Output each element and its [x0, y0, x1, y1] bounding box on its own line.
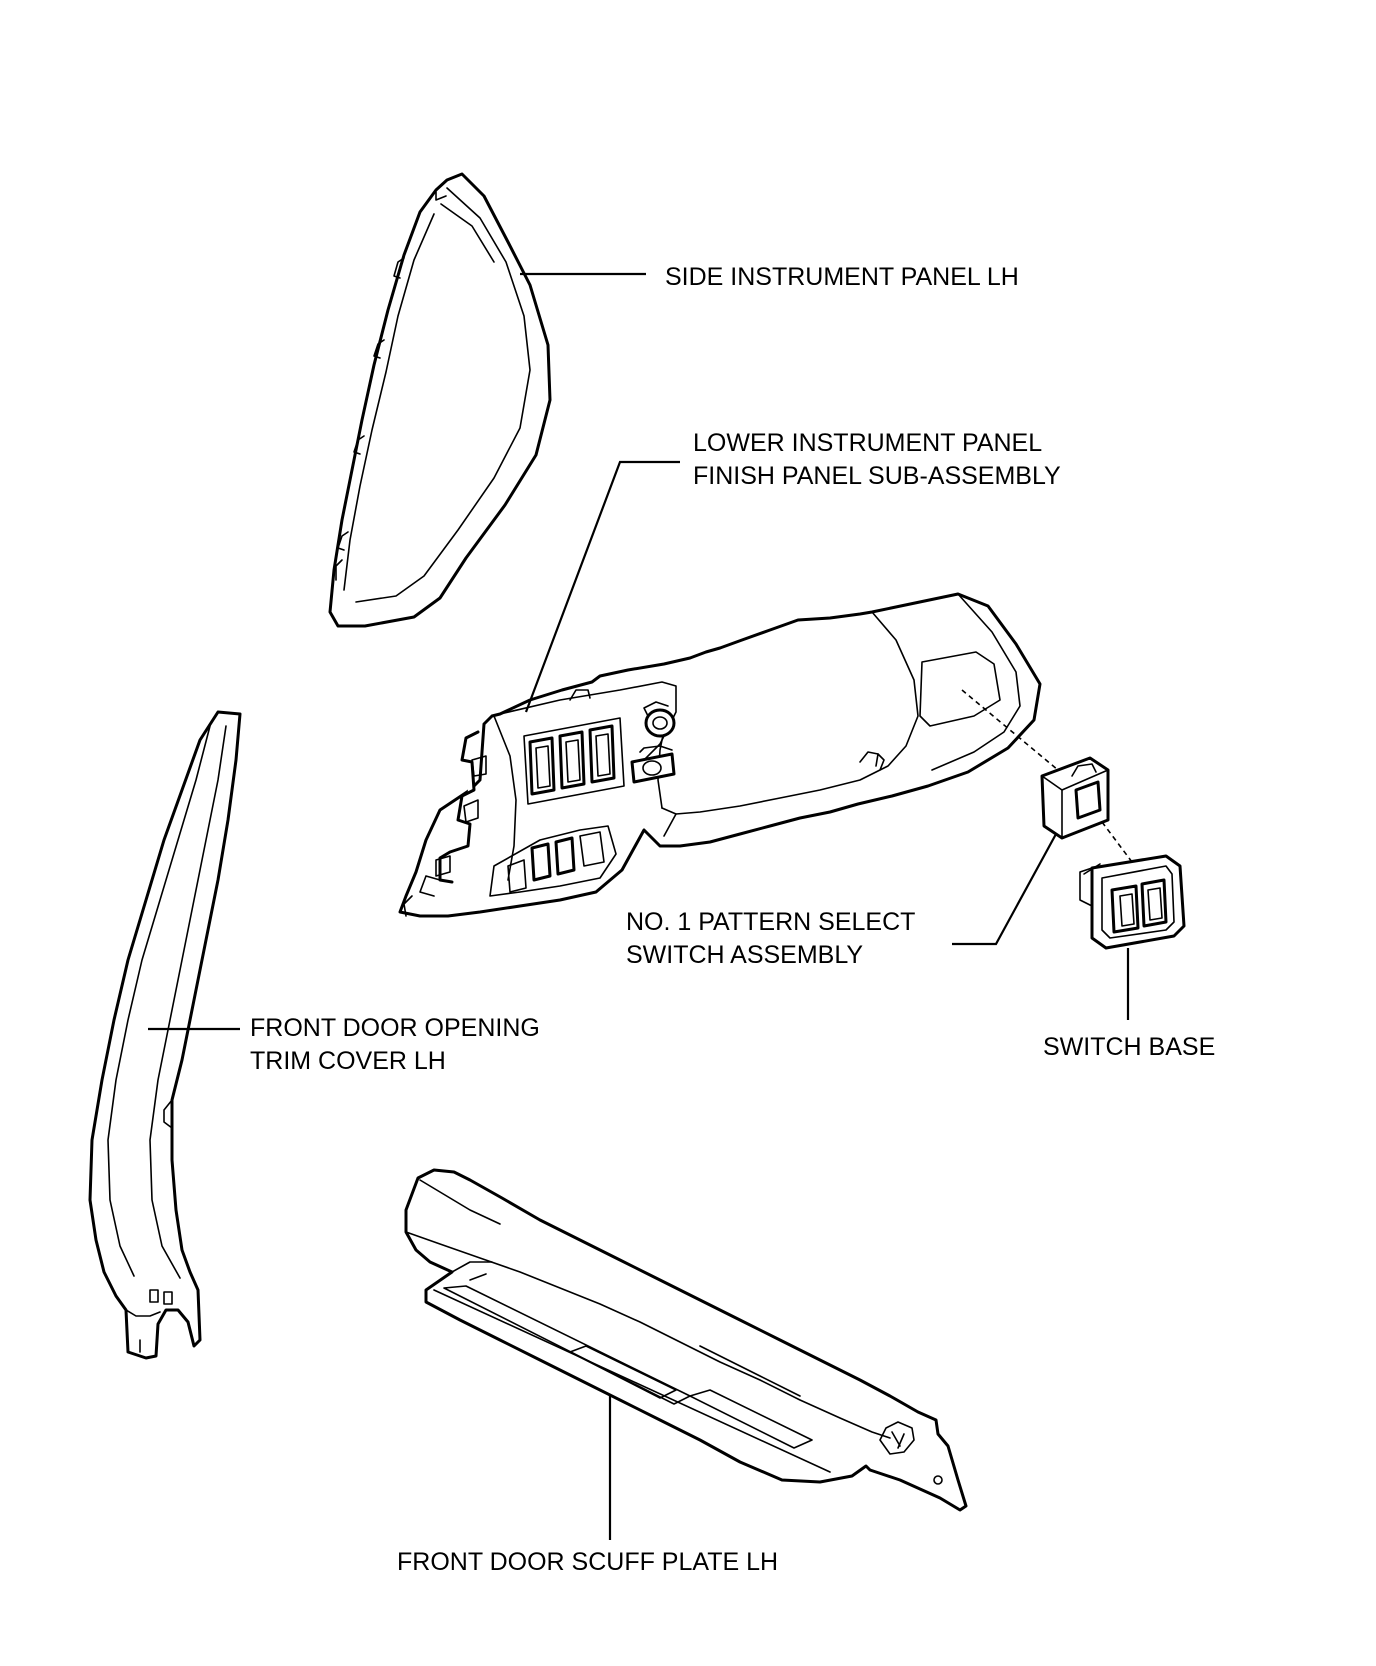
label-lower-finish-panel: LOWER INSTRUMENT PANEL FINISH PANEL SUB-…: [693, 427, 1061, 493]
switch-base-part: [1079, 854, 1186, 950]
label-line: FINISH PANEL SUB-ASSEMBLY: [693, 462, 1061, 490]
label-side-instrument-panel: SIDE INSTRUMENT PANEL LH: [665, 261, 1019, 294]
label-line: SWITCH ASSEMBLY: [626, 941, 864, 969]
installation-guide-lines: [961, 689, 1133, 863]
label-scuff-plate: FRONT DOOR SCUFF PLATE LH: [397, 1546, 778, 1579]
label-switch-base: SWITCH BASE: [1043, 1031, 1215, 1064]
label-pattern-select-switch: NO. 1 PATTERN SELECT SWITCH ASSEMBLY: [626, 906, 915, 972]
label-line: FRONT DOOR SCUFF PLATE LH: [397, 1548, 779, 1576]
label-line: TRIM COVER LH: [250, 1047, 446, 1075]
label-line: SWITCH BASE: [1043, 1033, 1216, 1061]
scuff-plate-part: [404, 1168, 968, 1512]
label-line: SIDE INSTRUMENT PANEL LH: [665, 263, 1019, 291]
pattern-select-switch-part: [1040, 756, 1110, 840]
label-line: FRONT DOOR OPENING: [250, 1014, 540, 1042]
label-line: LOWER INSTRUMENT PANEL: [693, 429, 1043, 457]
side-instrument-panel-part: [328, 172, 552, 628]
door-opening-trim-part: [88, 710, 242, 1360]
lower-finish-panel-part: [398, 592, 1042, 918]
pattern-select-switch-leader: [952, 833, 1057, 946]
label-line: NO. 1 PATTERN SELECT: [626, 908, 916, 936]
lower-finish-panel-leader: [524, 460, 680, 713]
label-door-opening-trim: FRONT DOOR OPENING TRIM COVER LH: [250, 1012, 540, 1078]
